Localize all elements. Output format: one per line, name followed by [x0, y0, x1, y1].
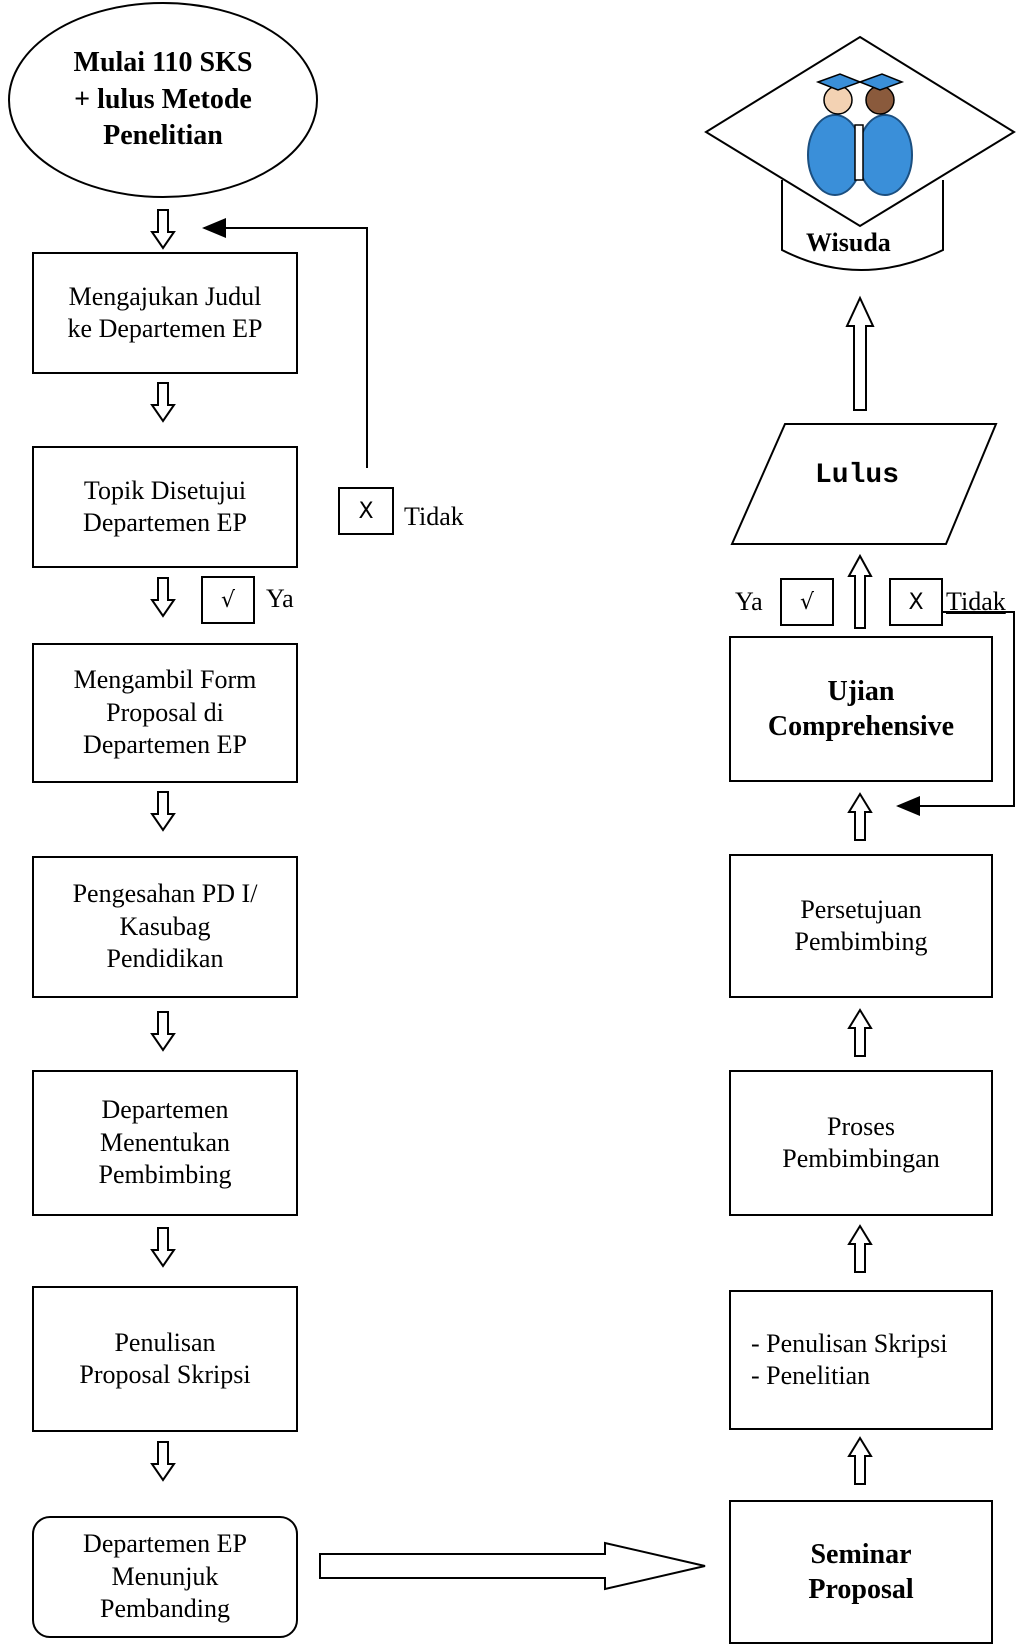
hollow-down-arrow: [150, 209, 176, 250]
step-label: Topik Disetujui Departemen EP: [83, 475, 247, 538]
step-assign-examiner: Departemen EP Menunjuk Pembanding: [32, 1516, 298, 1638]
exam-yes-box: √: [780, 578, 834, 626]
exam-retry-loop-line: [896, 611, 1015, 816]
hollow-right-arrow: [319, 1541, 706, 1591]
step-write-proposal: Penulisan Proposal Skripsi: [32, 1286, 298, 1432]
hollow-down-arrow: [150, 577, 176, 618]
result-label: Lulus: [815, 460, 900, 491]
step-take-proposal-form: Mengambil Form Proposal di Departemen EP: [32, 643, 298, 783]
step-writing-research: - Penulisan Skripsi - Penelitian: [729, 1290, 993, 1430]
start-node: Mulai 110 SKS + lulus Metode Penelitian: [9, 3, 317, 197]
hollow-down-arrow: [150, 1441, 176, 1482]
decision-no-label: Tidak: [404, 502, 464, 531]
step-comprehensive-exam: Ujian Comprehensive: [729, 636, 993, 782]
decision-yes-box: √: [201, 576, 255, 624]
step-approval-pd1: Pengesahan PD I/ Kasubag Pendidikan: [32, 856, 298, 998]
hollow-down-arrow: [150, 1011, 176, 1052]
result-parallelogram-shape: [730, 423, 998, 545]
step-label: Mengajukan Judul ke Departemen EP: [67, 281, 263, 344]
exam-no-mark: X: [908, 589, 924, 615]
graduates-icon: [807, 73, 913, 196]
step-assign-supervisor: Departemen Menentukan Pembimbing: [32, 1070, 298, 1216]
step-label: Penulisan Proposal Skripsi: [79, 1327, 251, 1390]
step-label: Departemen EP Menunjuk Pembanding: [83, 1529, 247, 1624]
exam-no-label: Tidak: [946, 587, 1006, 616]
step-supervision-process: Proses Pembimbingan: [729, 1070, 993, 1216]
step-submit-title: Mengajukan Judul ke Departemen EP: [32, 252, 298, 374]
step-label: - Penulisan Skripsi - Penelitian: [751, 1328, 948, 1391]
hollow-up-arrow: [847, 553, 873, 629]
step-label: Persetujuan Pembimbing: [794, 894, 928, 957]
hollow-up-arrow: [847, 1224, 873, 1273]
hollow-up-arrow: [847, 1008, 873, 1057]
hollow-up-arrow: [845, 295, 875, 411]
exam-yes-label: Ya: [735, 587, 763, 616]
step-label: Departemen Menentukan Pembimbing: [98, 1095, 232, 1190]
start-node-label: Mulai 110 SKS + lulus Metode Penelitian: [73, 47, 253, 152]
step-seminar-proposal: Seminar Proposal: [729, 1500, 993, 1644]
step-label: Seminar Proposal: [808, 1539, 914, 1605]
step-label: Ujian Comprehensive: [767, 676, 955, 742]
end-label: Wisuda: [806, 228, 891, 257]
step-label: Mengambil Form Proposal di Departemen EP: [73, 665, 257, 760]
hollow-down-arrow: [150, 382, 176, 423]
step-topic-approved: Topik Disetujui Departemen EP: [32, 446, 298, 568]
exam-yes-mark: √: [799, 589, 815, 615]
step-label: Proses Pembimbingan: [782, 1111, 940, 1174]
decision-yes-label: Ya: [266, 584, 294, 613]
rejection-loop-line: [202, 218, 368, 468]
decision-yes-mark: √: [220, 587, 236, 613]
decision-no-mark: X: [358, 498, 374, 524]
step-supervisor-approval: Persetujuan Pembimbing: [729, 854, 993, 998]
hollow-up-arrow: [847, 792, 873, 841]
hollow-up-arrow: [847, 1436, 873, 1485]
start-oval-shape: [8, 2, 318, 198]
decision-no-box: X: [338, 487, 394, 535]
hollow-down-arrow: [150, 791, 176, 832]
exam-no-box: X: [889, 578, 943, 626]
step-label: Pengesahan PD I/ Kasubag Pendidikan: [72, 879, 258, 974]
hollow-down-arrow: [150, 1227, 176, 1268]
